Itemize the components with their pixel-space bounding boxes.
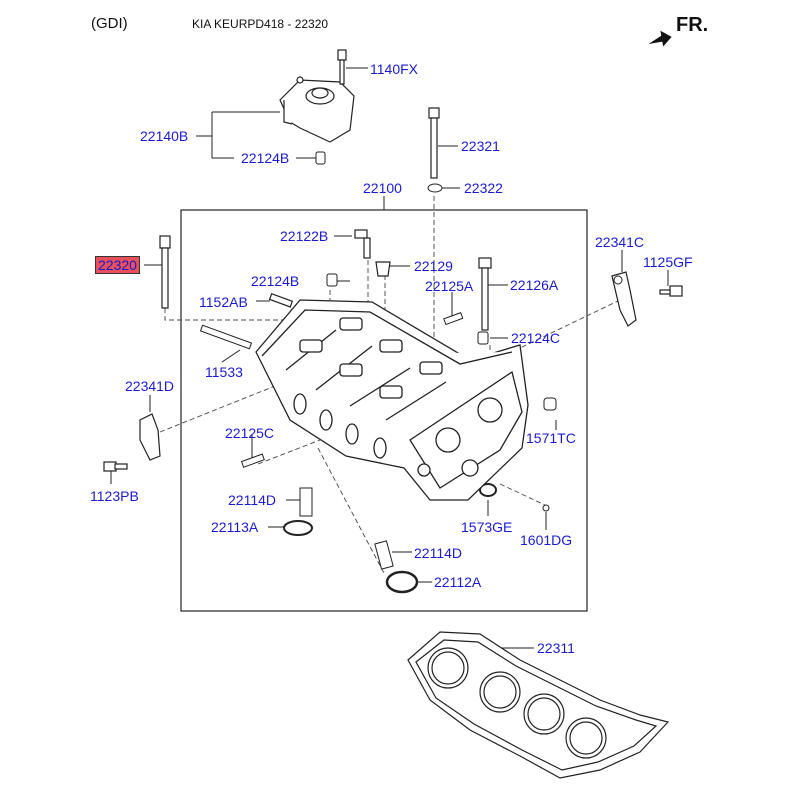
variant-label: (GDI)	[91, 15, 128, 32]
part-label-22112a[interactable]: 22112A	[434, 574, 482, 590]
part-label-1140fx[interactable]: 1140FX	[370, 61, 418, 77]
part-label-11533[interactable]: 11533	[205, 364, 243, 380]
dowel-22124b	[326, 273, 338, 287]
part-label-1123pb[interactable]: 1123PB	[90, 488, 139, 504]
part-label-22126a[interactable]: 22126A	[510, 277, 559, 293]
part-label-22100[interactable]: 22100	[363, 180, 402, 196]
hook-22341c	[611, 271, 637, 327]
stud-11533	[199, 324, 253, 350]
part-label-22124b-top[interactable]: 22124B	[241, 150, 290, 166]
dowel-22124c	[477, 331, 489, 345]
bolt-1125gf	[659, 285, 683, 297]
guide-22114d-left	[299, 487, 313, 517]
seal-22112a	[385, 570, 419, 594]
seal-22129	[375, 261, 391, 277]
bolt-1123pb	[103, 461, 128, 472]
part-label-22113a[interactable]: 22113A	[211, 519, 259, 535]
seal-1573ge	[479, 483, 497, 497]
part-label-22140b[interactable]: 22140B	[140, 128, 189, 144]
part-label-1152ab[interactable]: 1152AB	[199, 294, 248, 310]
part-label-22341c[interactable]: 22341C	[595, 234, 645, 250]
cylinder-head	[255, 299, 529, 501]
stud-22125c	[240, 453, 265, 468]
bolt-1140fx	[337, 49, 347, 85]
page-title: KIA KEURPD418 - 22320	[192, 17, 329, 31]
front-arrow-icon	[648, 30, 672, 47]
part-label-22124b[interactable]: 22124B	[251, 273, 300, 289]
part-label-22320-highlighted[interactable]: 22320	[95, 256, 140, 274]
part-label-22125c[interactable]: 22125C	[225, 425, 275, 441]
plug-1571tc	[543, 397, 557, 411]
front-direction-label: FR.	[676, 14, 709, 36]
seal-22113a	[283, 520, 313, 536]
ball-1601dg	[542, 504, 550, 512]
part-label-1571tc[interactable]: 1571TC	[526, 430, 576, 446]
bolt-22321	[428, 107, 440, 179]
washer-22322	[427, 183, 443, 193]
part-label-22125a[interactable]: 22125A	[425, 278, 474, 294]
bolt-22126a	[478, 257, 492, 331]
part-label-22114d-bottom[interactable]: 22114D	[414, 545, 463, 561]
part-label-22322[interactable]: 22322	[464, 180, 503, 196]
head-gasket	[407, 631, 670, 779]
hook-22341d	[139, 413, 161, 461]
part-label-22311[interactable]: 22311	[537, 640, 575, 656]
bolt-22122b	[354, 229, 371, 259]
guide-22114d-bottom	[374, 540, 394, 570]
part-label-22321[interactable]: 22321	[461, 138, 500, 154]
part-label-22114d-left[interactable]: 22114D	[228, 492, 277, 508]
bolt-22320	[159, 235, 171, 309]
part-label-22129[interactable]: 22129	[414, 258, 453, 274]
dowel-22124b-top	[315, 151, 326, 165]
part-label-1573ge[interactable]: 1573GE	[461, 519, 513, 535]
part-label-22124c[interactable]: 22124C	[511, 330, 561, 346]
stud-1152ab	[268, 292, 294, 308]
part-label-22341d[interactable]: 22341D	[125, 378, 175, 394]
stud-22125a	[443, 312, 464, 326]
engine-mount-bracket	[279, 76, 355, 143]
part-label-22122b[interactable]: 22122B	[280, 228, 329, 244]
part-label-1125gf[interactable]: 1125GF	[643, 254, 693, 270]
part-label-1601dg[interactable]: 1601DG	[520, 532, 573, 548]
